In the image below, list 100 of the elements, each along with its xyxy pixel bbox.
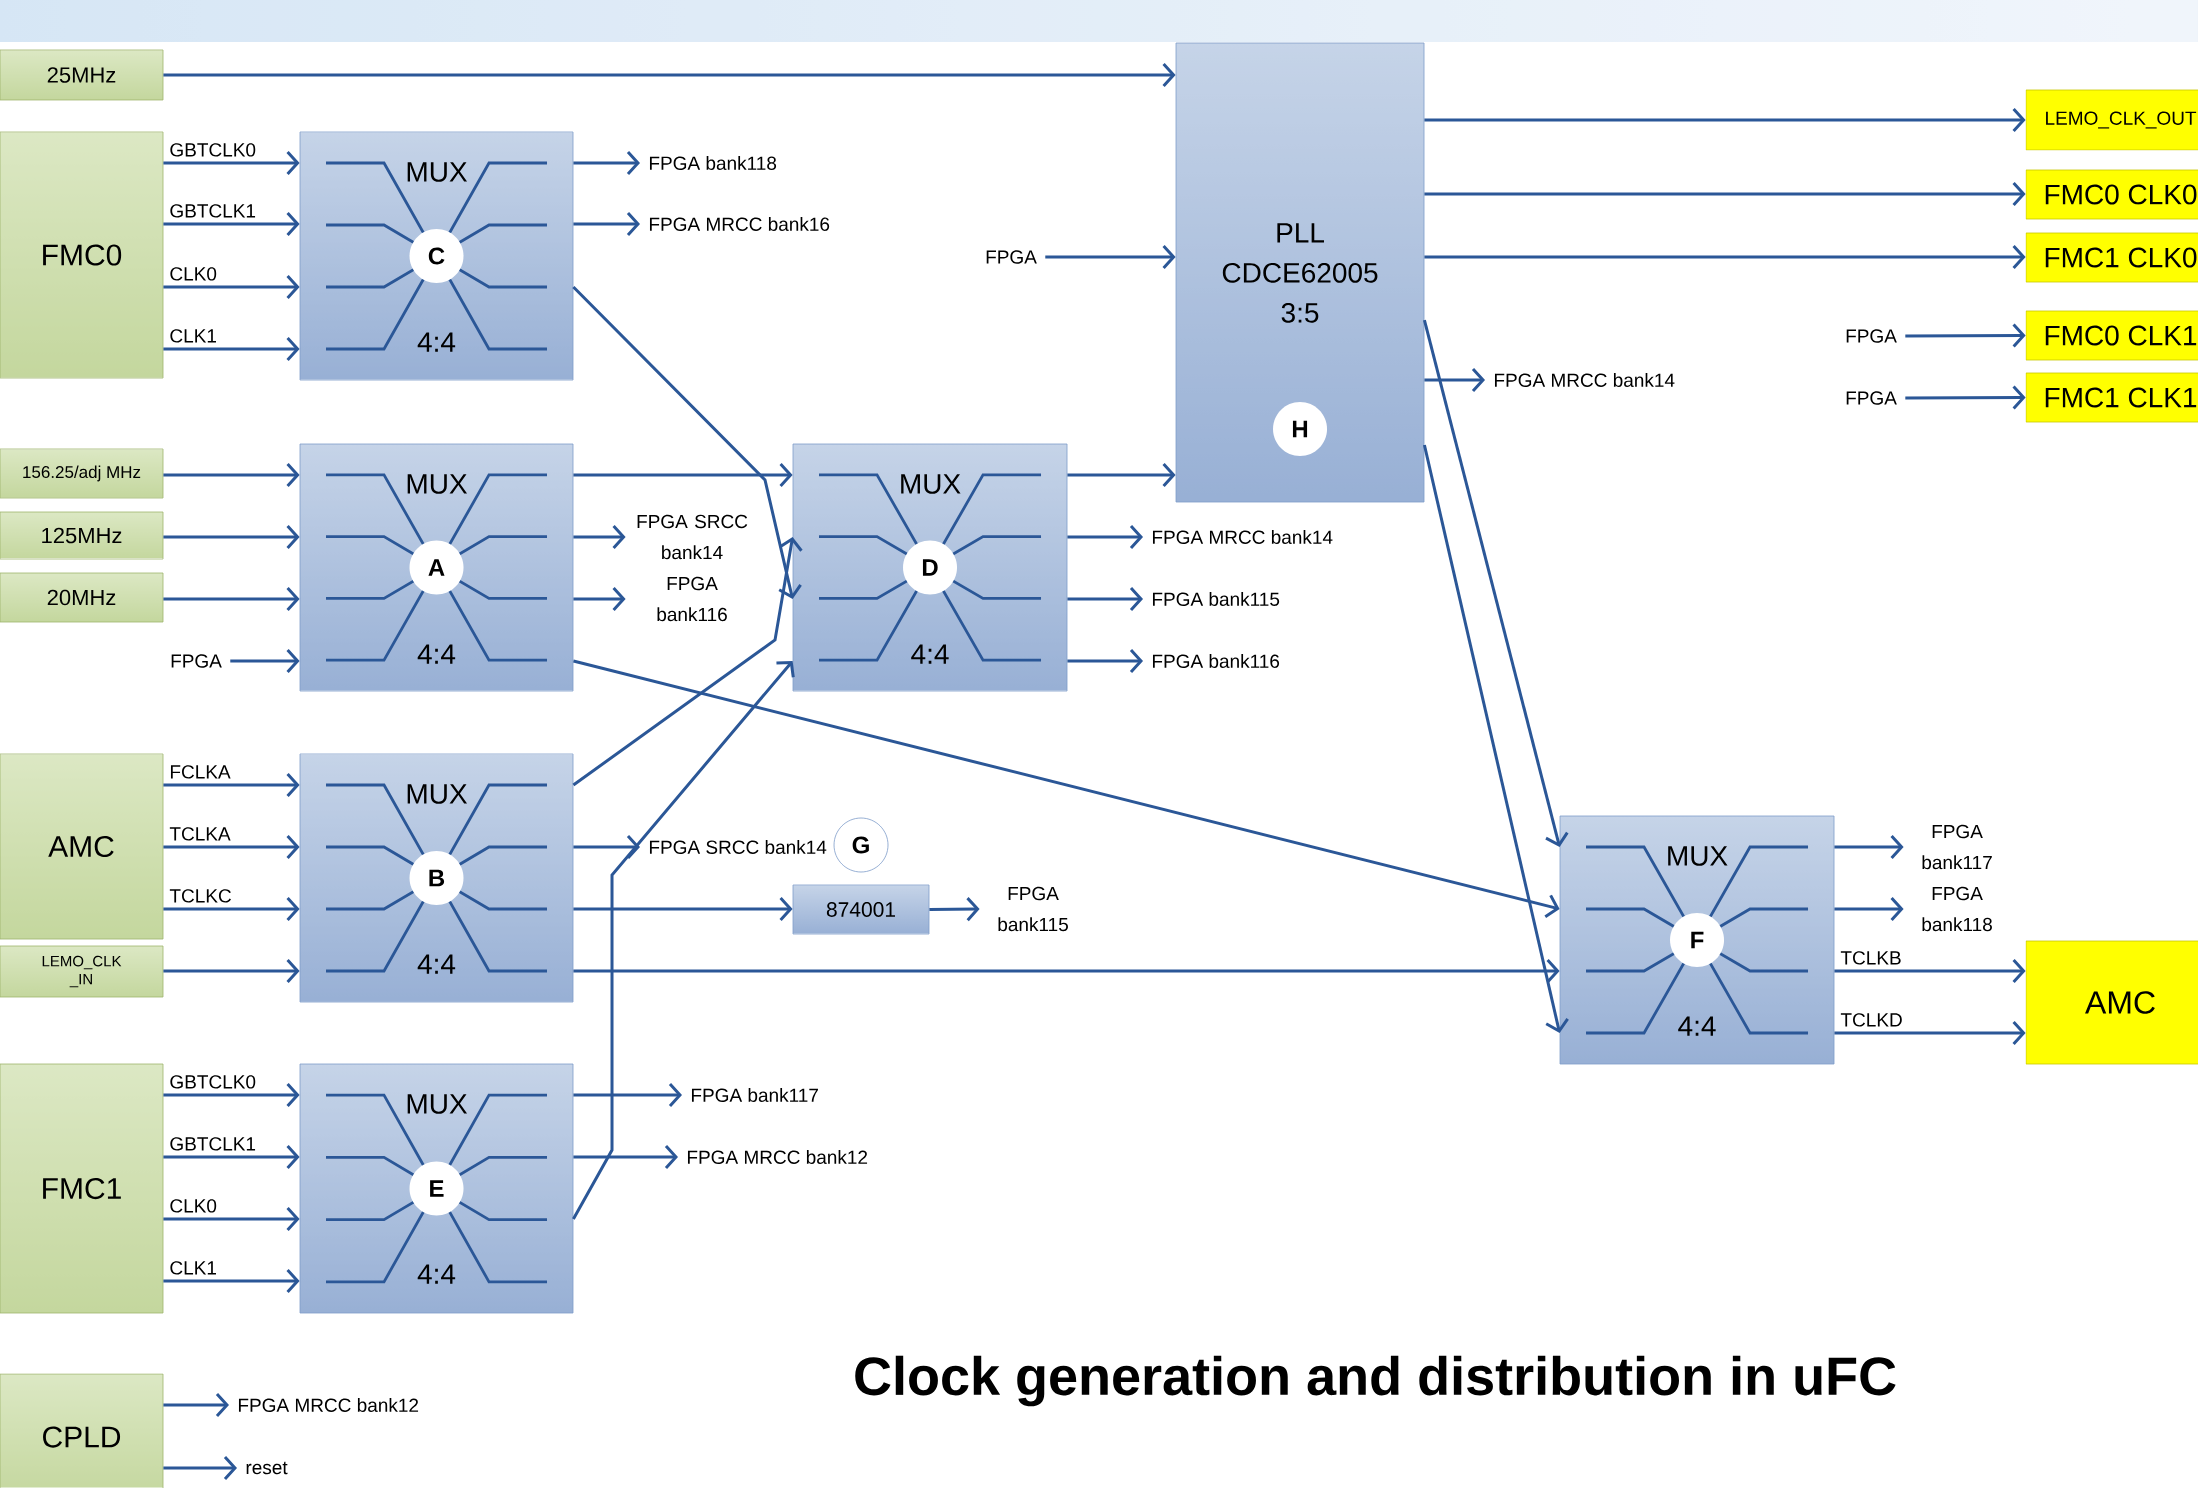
arrow (1422, 444, 1569, 1033)
signal-label: FPGA bank117 (692, 1088, 818, 1102)
edge-label: TCLKA (167, 825, 233, 843)
arrow (573, 212, 640, 236)
signal-label: FPGA MRCC bank16 (650, 217, 830, 231)
signal-label: reset (246, 1461, 288, 1475)
arrow (573, 151, 640, 175)
arrow (163, 773, 300, 797)
arrow (1424, 108, 2026, 132)
arrow (572, 661, 795, 1220)
signal-box: 25MHz (0, 49, 164, 101)
arrow (163, 337, 300, 361)
signal-label: FPGA SRCC bank14 (637, 514, 748, 560)
arrow (929, 897, 980, 922)
arrow (1045, 245, 1176, 269)
arrow (163, 1456, 237, 1481)
mux-block: MUX B 4:4 (299, 753, 574, 1003)
arrow (572, 285, 802, 599)
arrow (573, 525, 626, 549)
signal-label: FPGA (1846, 391, 1897, 405)
arrow (163, 1393, 229, 1418)
arrow (163, 897, 300, 922)
arrow (1905, 323, 2026, 348)
arrow (1834, 1021, 2026, 1045)
signal-box: CPLD (0, 1373, 164, 1488)
arrow (163, 463, 300, 487)
arrow (573, 587, 626, 611)
arrow (163, 1083, 300, 1108)
signal-label: FPGA bank115 (1153, 592, 1280, 606)
chip-box: 874001 (792, 884, 930, 935)
arrow (163, 151, 300, 175)
arrow (1067, 649, 1143, 673)
signal-box: 20MHz (0, 572, 164, 623)
arrow (163, 587, 300, 611)
mux-block: MUX A 4:4 (299, 443, 574, 692)
signal-box: 156.25/adj MHz (0, 448, 164, 499)
pll-block: PLL CDCE62005 3:5 H (1175, 42, 1425, 503)
mux-block: MUX F 4:4 (1559, 815, 1835, 1065)
signal-label: FPGA (171, 654, 222, 668)
output-box: LEMO_CLK_OUT (2025, 89, 2198, 151)
arrow (1067, 587, 1143, 611)
signal-box: 125MHz (0, 511, 164, 560)
arrow (573, 1145, 678, 1169)
arrow (1067, 525, 1143, 549)
title: Clock generation and distribution in uFC (855, 1355, 1896, 1407)
arrow (1424, 182, 2026, 206)
arrow (572, 537, 803, 787)
edge-label: GBTCLK1 (167, 202, 258, 220)
edge-label: CLK1 (167, 1259, 219, 1277)
edge-label: GBTCLK0 (167, 1073, 258, 1091)
arrow (1834, 897, 1904, 922)
arrow (1067, 463, 1176, 487)
signal-label: FPGA (986, 250, 1037, 264)
signal-label: FPGA MRCC bank14 (1153, 530, 1333, 544)
signal-box: AMC (0, 753, 164, 940)
signal-label: FPGA (1846, 329, 1897, 343)
arrow (163, 525, 300, 549)
edge-label: GBTCLK1 (167, 1135, 258, 1153)
signal-label: FPGA SRCC bank14 (650, 840, 827, 854)
arrow (1905, 385, 2026, 410)
output-box: FMC1 CLK0 (2025, 232, 2198, 283)
signal-label: FPGA MRCC bank12 (688, 1150, 868, 1164)
signal-label: FPGA bank118 (650, 156, 777, 170)
edge-label: CLK1 (167, 327, 219, 345)
arrow (163, 275, 300, 299)
arrow (573, 659, 1560, 918)
edge-label: CLK0 (167, 1197, 219, 1215)
output-box: FMC1 CLK1 (2025, 372, 2198, 423)
edge-label: TCLKB (1838, 949, 1904, 967)
arrow (163, 1207, 300, 1232)
arrow (230, 649, 300, 673)
mux-block: MUX E 4:4 (299, 1063, 574, 1314)
edge-label: CLK0 (167, 265, 219, 283)
edge-label: TCLKC (167, 887, 234, 905)
signal-label: FPGA bank118 (1922, 886, 1992, 932)
arrow (163, 63, 1176, 87)
signal-box: LEMO_CLK _IN (0, 945, 164, 998)
arrow (573, 897, 793, 922)
arrow (1424, 245, 2026, 269)
arrow (1834, 959, 2026, 983)
arrow (573, 959, 1560, 983)
mux-block: MUX C 4:4 (299, 131, 574, 381)
arrow (163, 1269, 300, 1294)
arrow (1422, 319, 1569, 847)
signal-label: FPGA bank116 (1153, 654, 1280, 668)
signal-label: FPGA bank117 (1922, 824, 1992, 870)
signal-box: FMC1 (0, 1063, 164, 1314)
edge-label: TCLKD (1838, 1011, 1905, 1029)
arrow (573, 463, 793, 487)
mux-block: MUX D 4:4 (792, 443, 1068, 692)
arrow (573, 835, 640, 859)
arrow (1834, 835, 1904, 859)
arrow (573, 1083, 682, 1108)
arrow (163, 212, 300, 236)
signal-label: FPGA MRCC bank12 (238, 1398, 419, 1412)
arrow (163, 835, 300, 859)
signal-label: FPGA bank116 (657, 576, 727, 622)
signal-label: FPGA MRCC bank14 (1495, 373, 1675, 387)
signal-label: FPGA bank115 (998, 886, 1068, 932)
edge-label: GBTCLK0 (167, 141, 258, 159)
